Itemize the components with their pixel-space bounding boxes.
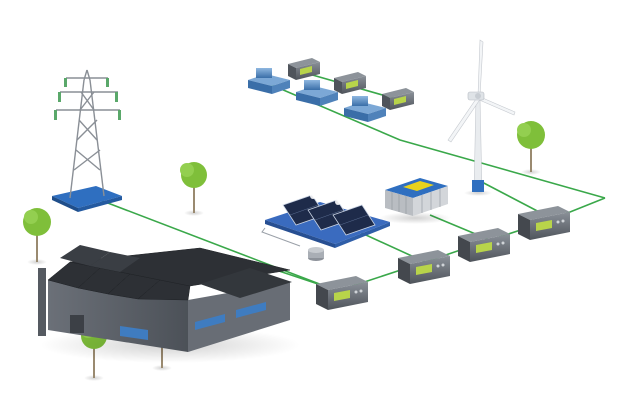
link-tower	[99, 199, 331, 289]
tree-icon	[517, 121, 545, 175]
controller-icon	[288, 58, 320, 80]
power-pylon-icon	[56, 69, 120, 199]
controller-icon	[382, 88, 414, 110]
tower-base-plate	[52, 186, 122, 208]
factory	[38, 245, 300, 363]
controller-icon	[518, 206, 570, 240]
tree-icon	[180, 162, 207, 216]
inverter-cylinder	[308, 247, 324, 261]
controller-icon	[398, 250, 450, 284]
generator-icon	[296, 80, 338, 106]
chimney	[38, 268, 46, 336]
controller-icon	[458, 228, 510, 262]
wind-turbine-icon	[447, 39, 516, 143]
controller-icon	[316, 276, 368, 310]
wind-turbine	[447, 39, 516, 196]
tree-icon	[23, 208, 51, 265]
controller-icon	[334, 72, 366, 94]
generator-icon	[344, 96, 386, 122]
turbine-tower	[473, 97, 483, 193]
controller-modules	[288, 58, 570, 310]
insulators	[54, 78, 121, 120]
generator-sets	[248, 68, 386, 122]
link-wind	[477, 179, 546, 216]
solar-array	[261, 193, 390, 261]
generator-icon	[248, 68, 290, 94]
battery-icon	[403, 181, 434, 191]
solar-panel-icon	[282, 193, 376, 236]
transmission-tower	[52, 69, 122, 212]
battery-storage	[379, 178, 451, 224]
